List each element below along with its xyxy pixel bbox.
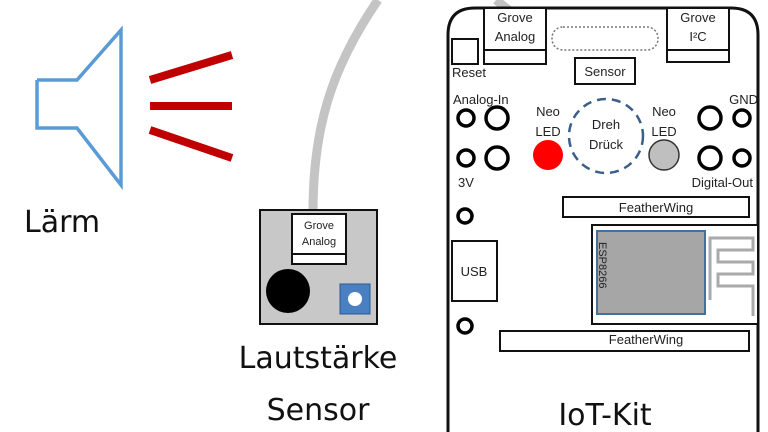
sound-wave-icon [148,51,234,162]
sensor-label-line1: Lautstärke [239,341,398,376]
reset-label: Reset [452,65,486,80]
usb-port [451,240,498,302]
noise-label: Lärm [24,205,100,240]
grove-i2c-line1: Grove [680,10,715,25]
grove-cable [308,0,382,213]
iot-board: Grove Analog Grove I²C Reset Sensor Anal… [446,6,760,432]
grove-analog-line2: Analog [495,29,535,44]
sensor-label-line2: Sensor [267,393,370,428]
featherwing-bottom [499,330,750,352]
onboard-sensor [574,57,636,85]
featherwing-bottom-label: FeatherWing [609,332,683,347]
usb-label: USB [461,264,488,279]
digital-out-label: Digital-Out [692,175,754,190]
esp8266-chip [596,230,706,315]
analog-in-label: Analog-In [453,92,509,107]
grove-i2c-line2: I²C [689,29,706,44]
display-slot [551,26,659,51]
sensor-connector-line2: Analog [302,236,336,248]
v3-label: 3V [458,175,474,190]
encoder-line2: Drück [589,137,623,152]
grove-analog-line1: Grove [497,10,532,25]
pin-holes [456,105,752,335]
featherwing-top [562,196,750,218]
neo-right-line1: Neo [652,104,676,119]
neo-led-right [648,139,680,171]
sound-sensor-module: Grove Analog [259,209,378,325]
neo-right-line2: LED [651,124,676,139]
speaker-icon [35,25,123,191]
featherwing-top-label: FeatherWing [619,200,693,215]
neo-left-line1: Neo [536,104,560,119]
neo-left-line2: LED [535,124,560,139]
board-title: IoT-Kit [558,398,652,432]
onboard-sensor-label: Sensor [584,64,626,79]
gnd-label: GND [729,92,758,107]
microphone-icon [266,269,310,313]
esp8266-label: ESP8266 [596,242,608,288]
rotary-encoder [567,97,645,175]
neo-led-left [533,140,563,170]
encoder-line1: Dreh [592,117,620,132]
reset-button [451,38,479,65]
antenna-icon [708,236,755,316]
sensor-connector-line1: Grove [304,220,334,232]
